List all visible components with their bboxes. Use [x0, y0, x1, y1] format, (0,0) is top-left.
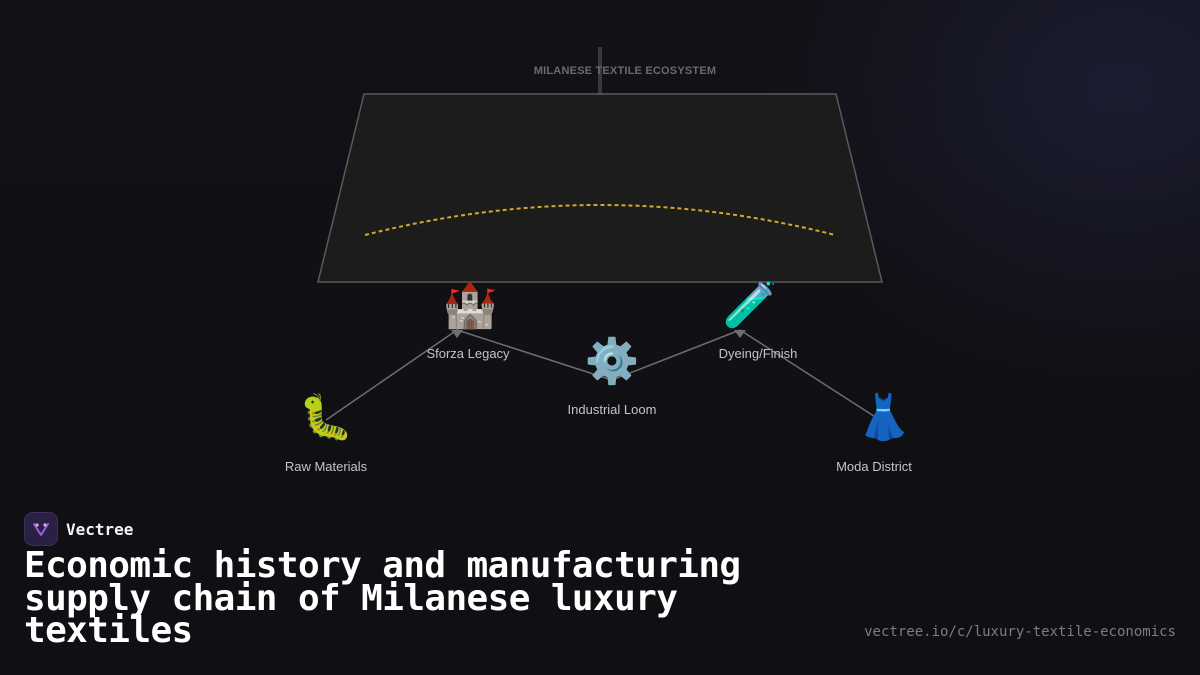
- node-label-sforza-legacy: Sforza Legacy: [426, 346, 510, 361]
- vectree-logo-icon: [24, 512, 58, 546]
- caterpillar-icon: 🐛: [298, 392, 354, 443]
- brand: Vectree: [24, 512, 133, 546]
- gear-icon: ⚙️: [584, 336, 640, 387]
- node-label-industrial-loom: Industrial Loom: [567, 402, 657, 417]
- connector-sforza-loom: [456, 329, 613, 381]
- castle-icon: 🏰: [442, 280, 498, 331]
- brand-name: Vectree: [66, 519, 134, 539]
- test-tube-icon: 🧪: [722, 280, 778, 331]
- dyeing-pointer: [734, 330, 746, 338]
- connector-dyeing-moda: [739, 329, 881, 421]
- flow-arc: [364, 204, 836, 236]
- connector-loom-dyeing: [611, 329, 741, 381]
- ecosystem-panel: [317, 93, 883, 283]
- vectree-logo-mark: [33, 523, 49, 536]
- page-url: vectree.io/c/luxury-textile-economics: [864, 624, 1176, 640]
- node-label-moda-district: Moda District: [836, 459, 912, 474]
- node-label-dyeing-finish: Dyeing/Finish: [718, 346, 798, 361]
- sforza-pointer: [451, 330, 463, 338]
- page-title: Economic history and manufacturing suppl…: [24, 545, 741, 651]
- dress-icon: 👗: [856, 392, 912, 443]
- ecosystem-label: MILANESE TEXTILE ECOSYSTEM: [533, 65, 717, 77]
- connector-raw-sforza: [325, 329, 458, 421]
- node-label-raw-materials: Raw Materials: [284, 459, 368, 474]
